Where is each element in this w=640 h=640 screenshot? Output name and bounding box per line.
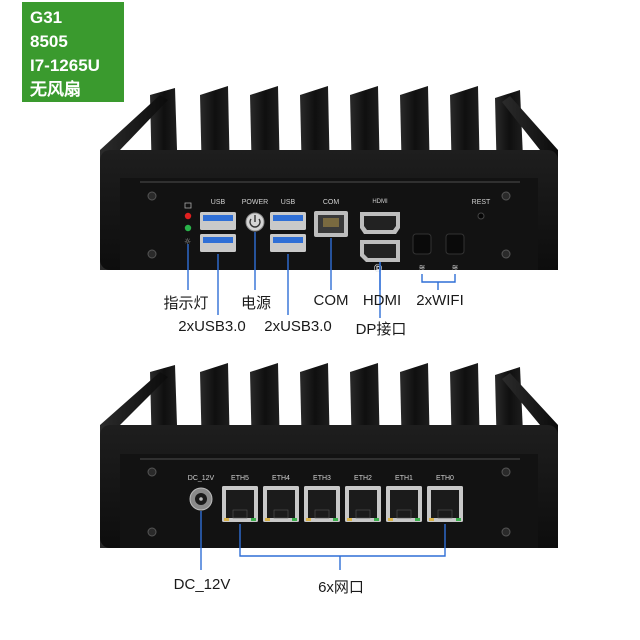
dc-power-jack[interactable] — [189, 487, 213, 511]
ethernet-port-eth4[interactable] — [263, 486, 299, 522]
reset-label: REST — [472, 199, 491, 206]
callout-dc: DC_12V — [173, 576, 231, 593]
dc-label: DC_12V — [188, 475, 215, 482]
power-label: POWER — [242, 199, 268, 206]
badge-cpu: I7-1265U — [30, 56, 100, 75]
top-callout-lines — [187, 232, 456, 318]
ethernet-port-eth5[interactable] — [222, 486, 258, 522]
usb-left-label: USB — [211, 199, 226, 206]
usb-right-ports[interactable] — [270, 212, 306, 252]
eth5-label: ETH5 — [231, 475, 249, 482]
callout-hdmi: HDMI — [362, 292, 402, 309]
callout-indicator: 指示灯 — [163, 295, 209, 312]
svg-text:☼: ☼ — [184, 237, 191, 246]
ethernet-ports[interactable] — [222, 486, 463, 522]
usb-right-label: USB — [281, 199, 296, 206]
eth3-label: ETH3 — [313, 475, 331, 482]
wifi-icon: ≋ — [419, 263, 426, 272]
eth2-label: ETH2 — [354, 475, 372, 482]
hdmi-port[interactable] — [360, 212, 400, 234]
callout-wifi: 2xWIFI — [416, 292, 464, 309]
displayport-port[interactable] — [360, 240, 400, 262]
callout-dp: DP接口 — [355, 321, 407, 338]
spec-badge: G31 8505 I7-1265U 无风扇 — [22, 2, 124, 102]
callout-usb-right: 2xUSB3.0 — [264, 318, 332, 335]
badge-code: 8505 — [30, 32, 68, 51]
eth4-label: ETH4 — [272, 475, 290, 482]
usb-left-ports[interactable] — [200, 212, 236, 252]
eth0-label: ETH0 — [436, 475, 454, 482]
com-port[interactable] — [314, 211, 348, 237]
bottom-device: DC_12V ETH5 ETH4 ETH3 ETH2 ETH1 ETH0 — [100, 363, 558, 548]
ethernet-port-eth0[interactable] — [427, 486, 463, 522]
eth1-label: ETH1 — [395, 475, 413, 482]
top-device: ☼ USB POWER USB COM — [100, 86, 558, 273]
reset-button[interactable] — [477, 212, 485, 220]
badge-model: G31 — [30, 8, 63, 27]
bottom-callout-lines — [200, 511, 446, 570]
callout-power: 电源 — [240, 295, 272, 312]
callout-com: COM — [313, 292, 349, 309]
badge-fanless: 无风扇 — [30, 80, 81, 99]
ethernet-port-eth3[interactable] — [304, 486, 340, 522]
com-label: COM — [323, 199, 340, 206]
callout-lan: 6x网口 — [318, 579, 364, 596]
wifi-antenna-ports: ≋ ≋ — [412, 233, 465, 272]
wifi-icon: ≋ — [452, 263, 459, 272]
indicator-leds: ☼ — [184, 202, 192, 246]
dp-logo-icon: Ⓓ — [374, 263, 382, 273]
ethernet-port-eth2[interactable] — [345, 486, 381, 522]
ethernet-port-eth1[interactable] — [386, 486, 422, 522]
callout-usb-left: 2xUSB3.0 — [178, 318, 246, 335]
power-button[interactable] — [245, 212, 265, 232]
hdmi-label: HDMI — [372, 199, 388, 205]
